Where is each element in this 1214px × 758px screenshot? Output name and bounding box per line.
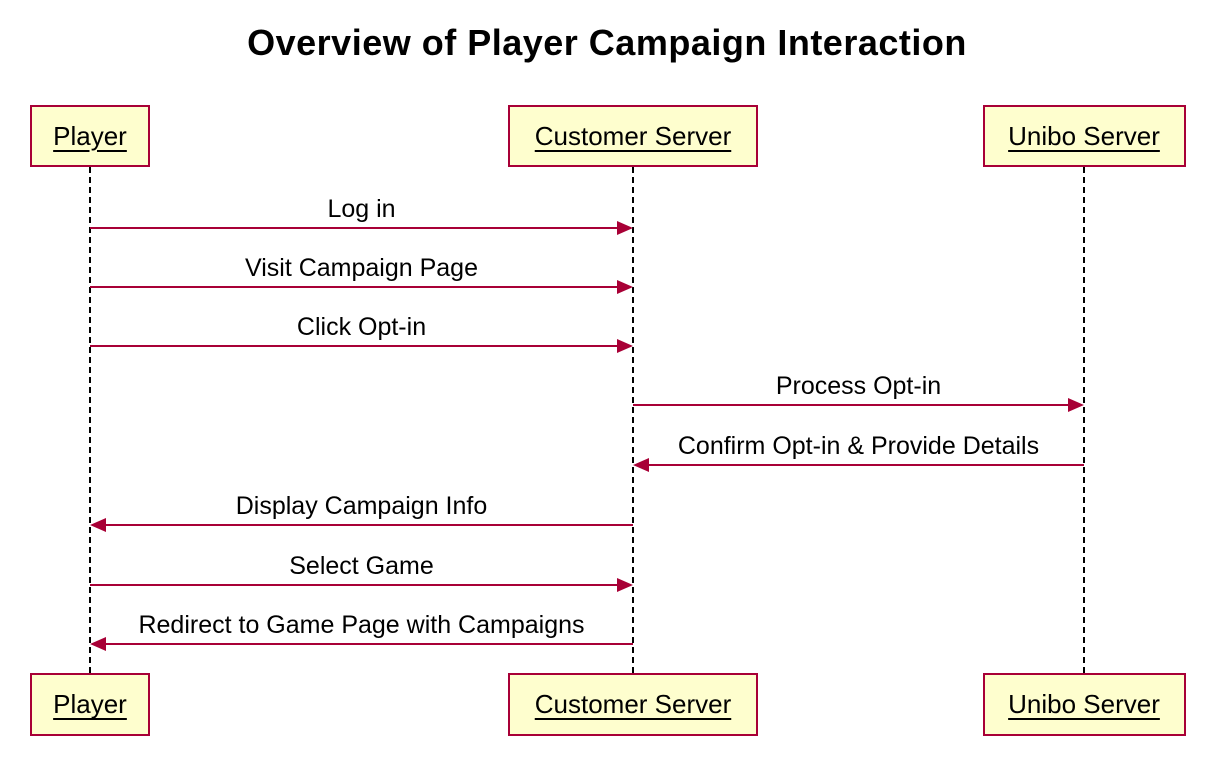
arrowhead-icon	[90, 518, 106, 532]
diagram-title: Overview of Player Campaign Interaction	[247, 22, 967, 63]
participant-label-customer: Customer Server	[534, 689, 732, 719]
message-line	[90, 227, 621, 229]
arrowhead-icon	[617, 339, 633, 353]
participant-label-customer: Customer Server	[534, 120, 732, 151]
message-line	[102, 643, 633, 645]
message-label: Log in	[327, 195, 396, 223]
message-line	[645, 464, 1084, 466]
lifeline-player	[89, 167, 91, 673]
message-label: Click Opt-in	[296, 313, 427, 341]
arrowhead-icon	[1068, 398, 1084, 412]
participant-box-top-unibo: Unibo Server	[982, 105, 1186, 167]
message-label: Confirm Opt-in & Provide Details	[677, 432, 1040, 460]
message-label: Visit Campaign Page	[244, 254, 478, 282]
participant-label-unibo: Unibo Server	[1008, 689, 1160, 719]
participant-box-top-player: Player	[30, 105, 150, 167]
message-line	[633, 404, 1072, 406]
lifeline-customer	[632, 167, 634, 673]
message-label: Process Opt-in	[775, 372, 942, 400]
message-line	[90, 584, 621, 586]
participant-label-player: Player	[53, 689, 127, 719]
lifeline-unibo	[1083, 167, 1085, 673]
arrowhead-icon	[617, 578, 633, 592]
arrowhead-icon	[90, 637, 106, 651]
arrowhead-icon	[633, 458, 649, 472]
arrowhead-icon	[617, 221, 633, 235]
message-line	[90, 286, 621, 288]
arrowhead-icon	[617, 280, 633, 294]
participant-label-player: Player	[53, 120, 127, 151]
participant-box-bottom-player: Player	[30, 673, 150, 736]
message-line	[90, 345, 621, 347]
participant-box-bottom-unibo: Unibo Server	[982, 673, 1186, 736]
participant-box-top-customer: Customer Server	[508, 105, 758, 167]
participant-label-unibo: Unibo Server	[1008, 120, 1160, 151]
message-label: Select Game	[289, 552, 434, 580]
participant-box-bottom-customer: Customer Server	[508, 673, 758, 736]
message-label: Redirect to Game Page with Campaigns	[138, 611, 585, 639]
message-line	[102, 524, 633, 526]
message-label: Display Campaign Info	[235, 492, 488, 520]
